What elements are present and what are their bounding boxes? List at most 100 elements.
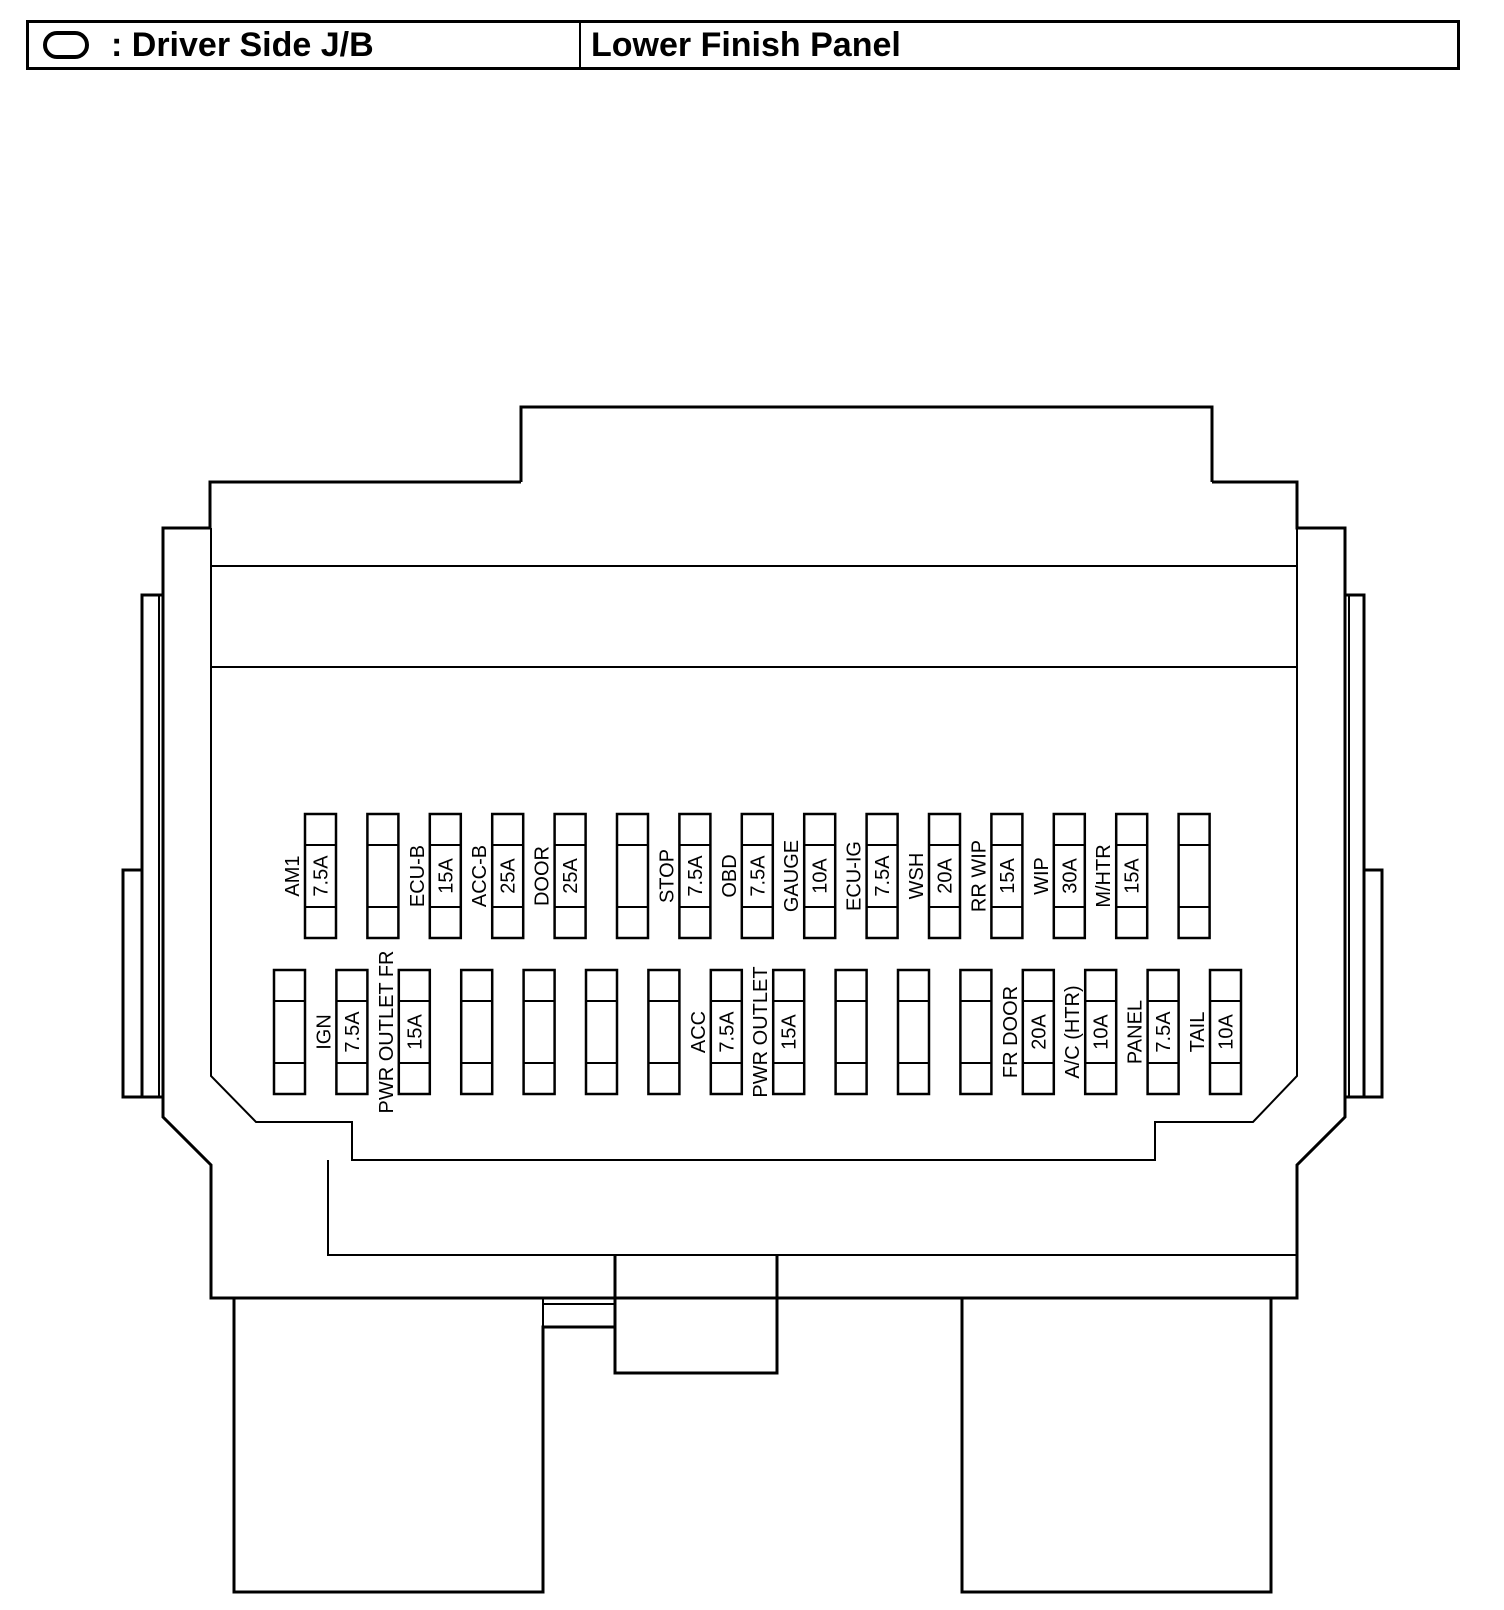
- fuse-body: [896, 968, 931, 1096]
- panel-label: Lower Finish Panel: [591, 25, 901, 64]
- fuse-rating: 20A: [935, 858, 957, 894]
- fuse-slot: 25A ACC-B: [469, 812, 525, 940]
- fuse-slot: 15A PWR OUTLET: [750, 966, 806, 1098]
- fuse-slot: 7.5A PANEL: [1125, 968, 1180, 1096]
- center-tab: [613, 1255, 779, 1375]
- fuse-name: WSH: [906, 853, 928, 900]
- fuse-body: [1146, 968, 1180, 1096]
- fuse-name: RR WIP: [968, 840, 990, 912]
- location-cell: : Driver Side J/B: [29, 23, 581, 67]
- fuse-slot: 7.5A STOP: [656, 812, 712, 940]
- fuse-rating: 10A: [810, 858, 832, 894]
- fuse-rating: 30A: [1059, 858, 1081, 894]
- fuse-rating: 10A: [1216, 1014, 1238, 1050]
- oval-icon: [43, 31, 89, 59]
- fuse-rating: 10A: [1091, 1014, 1113, 1050]
- fuse-rating: 20A: [1028, 1014, 1050, 1050]
- fuse-slot: [272, 968, 307, 1096]
- fuse-rating: 25A: [560, 858, 582, 894]
- fuse-slot: 20A WSH: [906, 812, 962, 940]
- inner-panel: [210, 528, 1298, 1161]
- fuse-body: [522, 968, 556, 1096]
- junction-block-housing: [121, 405, 1384, 1594]
- fuse-rating: 7.5A: [342, 1011, 364, 1053]
- fuse-body: [584, 968, 619, 1096]
- fuse-rating: 7.5A: [747, 855, 769, 897]
- fuse-rating: 7.5A: [685, 855, 707, 897]
- fuse-body: [459, 968, 494, 1096]
- fuse-body: [1177, 812, 1211, 940]
- fuse-slot: 7.5A ECU-IG: [844, 812, 899, 940]
- fuse-body: [1083, 968, 1118, 1096]
- fuse-slot: [896, 968, 931, 1096]
- fuse-name: PANEL: [1125, 1000, 1147, 1064]
- left-lug-inner: [121, 868, 142, 1099]
- fuse-rating: 7.5A: [872, 855, 894, 897]
- fuse-slot: [1177, 812, 1211, 940]
- fuse-slot: [459, 968, 494, 1096]
- fuse-body: [647, 968, 681, 1096]
- fuse-name: PWR OUTLET: [750, 966, 772, 1097]
- fuse-body: [335, 968, 369, 1096]
- fuse-body: [959, 968, 993, 1096]
- fuse-name: ECU-B: [407, 845, 429, 907]
- fuse-name: A/C (HTR): [1062, 985, 1084, 1078]
- fuse-name: GAUGE: [781, 840, 803, 912]
- fuse-body: [490, 812, 525, 940]
- fuse-body: [553, 812, 587, 940]
- fuse-slot: [959, 968, 993, 1096]
- fuse-rating: 15A: [1122, 858, 1144, 894]
- fuse-name: IGN: [313, 1014, 335, 1050]
- location-header: : Driver Side J/B Lower Finish Panel: [26, 20, 1460, 70]
- fuse-slot: 7.5A IGN: [313, 968, 369, 1096]
- fuse-body: [990, 812, 1024, 940]
- fuse-name: PWR OUTLET FR: [376, 951, 398, 1114]
- fuse-body: [771, 968, 806, 1096]
- fuse-body: [802, 812, 837, 940]
- fuse-rating: 7.5A: [1153, 1011, 1175, 1053]
- fuse-body: [865, 812, 899, 940]
- fuse-rating: 15A: [779, 1014, 801, 1050]
- bottom-left-connector: [232, 1298, 615, 1594]
- fuse-body: [740, 812, 775, 940]
- fuse-body: [709, 968, 744, 1096]
- fuse-rating: 25A: [498, 858, 520, 894]
- fuse-slot: [834, 968, 868, 1096]
- fuse-name: STOP: [656, 849, 678, 903]
- fuse-name: AM1: [282, 855, 304, 896]
- fuse-name: ACC-B: [469, 845, 491, 907]
- fuse-slot: [522, 968, 556, 1096]
- fuse-body: [272, 968, 307, 1096]
- fuse-rating: 15A: [435, 858, 457, 894]
- fuse-slot: 15A ECU-B: [407, 812, 463, 940]
- fuse-slot: 10A GAUGE: [781, 812, 837, 940]
- fuse-name: FR DOOR: [1000, 986, 1022, 1078]
- fuse-body: [927, 812, 962, 940]
- fuse-slot: 20A FR DOOR: [1000, 968, 1056, 1096]
- fuse-body: [366, 812, 400, 940]
- top-connector-tab: [519, 405, 1214, 482]
- panel-cell: Lower Finish Panel: [581, 23, 1457, 67]
- fuse-rating: 15A: [404, 1014, 426, 1050]
- location-label: : Driver Side J/B: [111, 25, 374, 64]
- right-lug-outer: [1345, 593, 1366, 1099]
- fuse-body: [678, 812, 712, 940]
- fuse-name: ECU-IG: [844, 841, 866, 911]
- left-lug-outer: [140, 593, 163, 1099]
- fuse-name: WIP: [1031, 857, 1053, 895]
- fuse-body: [1052, 812, 1087, 940]
- fuse-slot: [584, 968, 619, 1096]
- lower-inner-rect: [327, 1160, 1297, 1256]
- fuse-rating: 7.5A: [716, 1011, 738, 1053]
- fuse-slot: 15A PWR OUTLET FR: [376, 951, 432, 1114]
